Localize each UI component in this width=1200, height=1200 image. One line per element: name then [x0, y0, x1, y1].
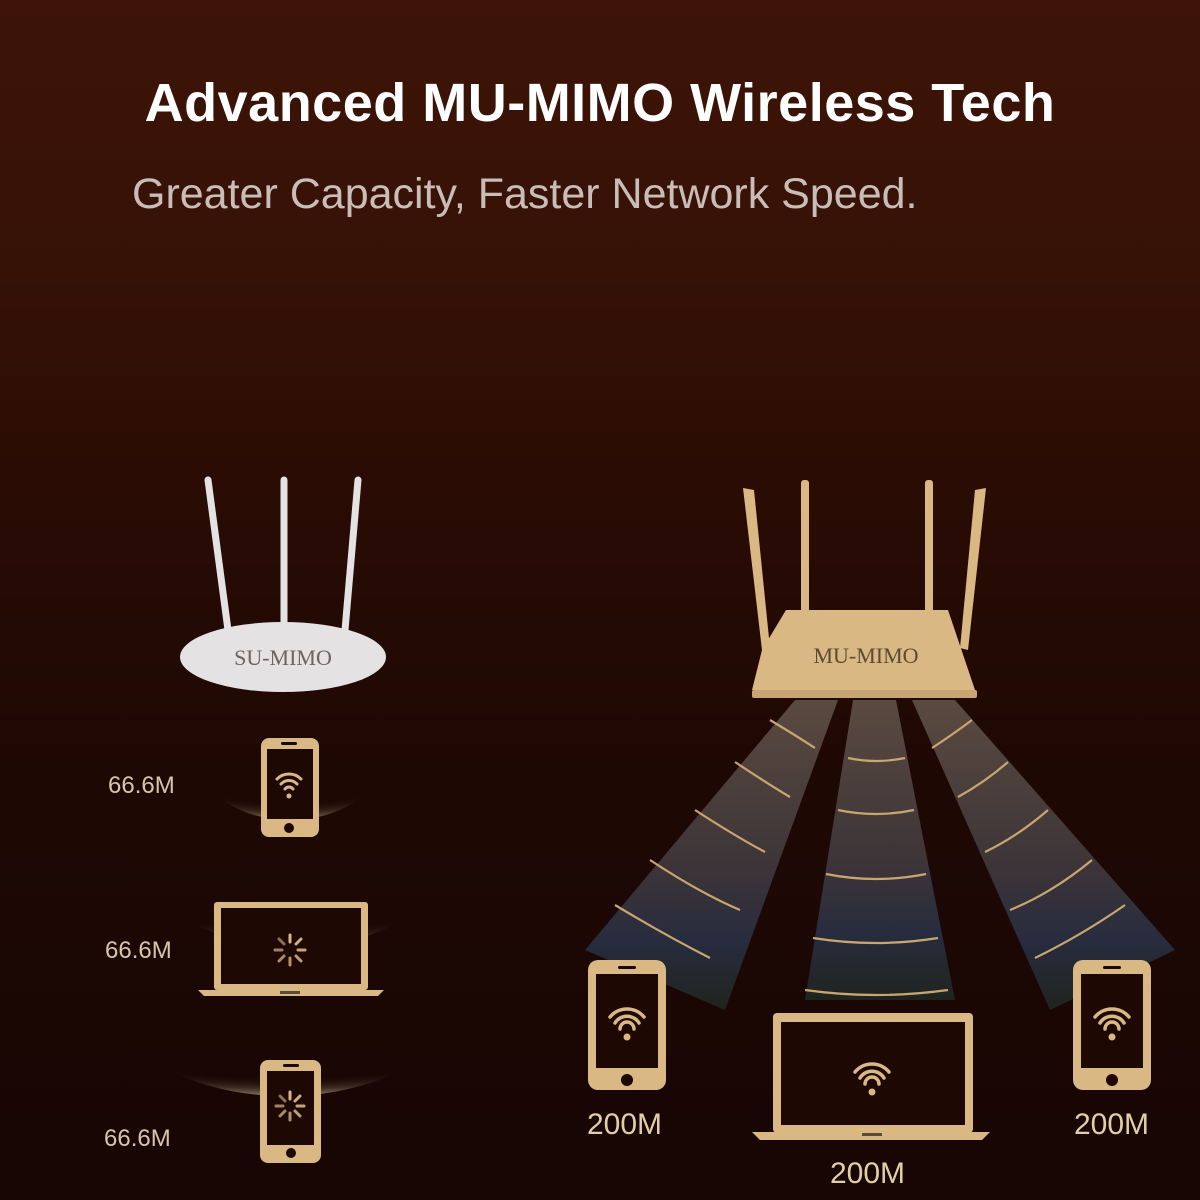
mu-phone-1	[588, 960, 666, 1090]
su-phone-2	[260, 1060, 321, 1163]
su-phone-1	[261, 738, 319, 837]
su-mimo-router-label: SU-MIMO	[234, 645, 332, 670]
su-speed-label: 66.6M	[108, 772, 175, 799]
wifi-icon	[608, 1007, 646, 1031]
su-speed-label: 66.6M	[104, 1125, 171, 1152]
wifi-icon	[275, 772, 303, 791]
mu-speed-label: 200M	[587, 1108, 663, 1141]
su-speed-label: 66.6M	[105, 937, 172, 964]
mu-speed-label: 200M	[1074, 1108, 1150, 1141]
loading-spinner-icon	[273, 933, 307, 967]
mu-mimo-router-label: MU-MIMO	[813, 643, 919, 668]
mu-mimo-router	[743, 480, 986, 698]
mu-signal-beams	[585, 700, 1175, 1010]
page-title: Advanced MU-MIMO Wireless Tech	[144, 73, 1056, 133]
su-laptop	[198, 902, 384, 996]
wifi-icon	[853, 1062, 891, 1086]
mu-speed-label: 200M	[830, 1157, 906, 1190]
loading-spinner-icon	[274, 1090, 306, 1122]
su-mimo-router	[180, 476, 386, 692]
wifi-icon	[1093, 1007, 1131, 1031]
mu-laptop	[752, 1013, 990, 1140]
page-subtitle: Greater Capacity, Faster Network Speed.	[132, 170, 918, 218]
mu-phone-2	[1073, 960, 1151, 1090]
